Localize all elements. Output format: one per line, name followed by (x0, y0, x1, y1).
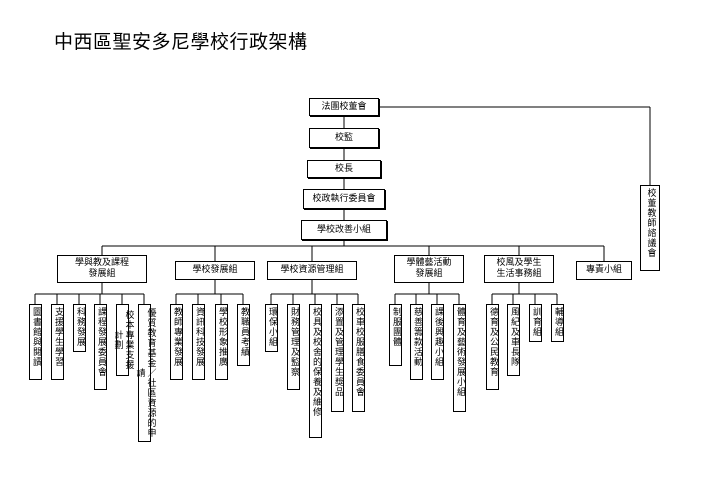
sub-guidance-team: 輔導組 (551, 304, 564, 342)
supervisor-box: 校監 (309, 128, 379, 148)
advisory-council-box: 校董教師諮議會 (640, 185, 660, 271)
sub-charity-fundraising: 慈善籌款活動 (410, 304, 423, 380)
board-box: 法團校董會 (309, 98, 379, 116)
sub-prefects-bus-monitors: 風紀及車長隊 (507, 304, 520, 376)
sub-student-prizes: 添置及管理學生獎品 (331, 304, 344, 412)
sub-moral-civic-education: 德育及公民教育 (486, 304, 499, 390)
sub-staff-appraisal: 教職員考績 (237, 304, 250, 366)
sub-facility-maintenance: 校具及校舍的保養及維修 (309, 304, 322, 438)
sub-bus-uniform-meal-committee: 校車校服膳食委員會 (352, 304, 365, 412)
sub-image-promotion: 學校形象推廣 (215, 304, 228, 380)
group-student-affairs: 校風及學生 生活事務組 (484, 255, 554, 283)
sub-uniform-groups: 制服團體 (389, 304, 402, 366)
group-activities-development: 學體藝活動 發展組 (394, 255, 464, 283)
sub-sports-arts-development: 體育及藝術發展小組 (453, 304, 466, 412)
sub-quality-education-fund: 優質教育基金／社區資源的申請 (135, 304, 156, 442)
group-special-task: 專責小組 (576, 261, 632, 280)
page-title: 中西區聖安多尼學校行政架構 (54, 31, 308, 53)
sub-learning-support: 支援學生學習 (51, 304, 64, 380)
sub-library-reading: 圖書館與閱讀 (29, 304, 42, 380)
principal-box: 校長 (307, 160, 381, 178)
executive-committee-box: 校政執行委員會 (303, 189, 385, 209)
sub-subject-development: 科務發展 (73, 304, 86, 352)
group-learning-teaching: 學與教及課程 發展組 (57, 255, 147, 283)
group-resource-management: 學校資源管理組 (267, 261, 357, 280)
sub-discipline-team: 訓育組 (529, 304, 542, 342)
group-school-development: 學校發展組 (175, 261, 255, 280)
sub-teacher-development: 教師專業發展 (170, 304, 183, 380)
school-improvement-team-box: 學校改善小組 (301, 220, 387, 240)
sub-after-school-interest: 課後興趣小組 (431, 304, 444, 380)
sub-finance-management: 財務管理及監察 (287, 304, 300, 390)
sub-it-development: 資訊科技發展 (192, 304, 205, 380)
sub-school-based-support: 校本專業支援計劃 (113, 304, 134, 376)
sub-environmental-team: 環保小組 (265, 304, 278, 352)
sub-curriculum-committee: 課程發展委員會 (94, 304, 107, 390)
